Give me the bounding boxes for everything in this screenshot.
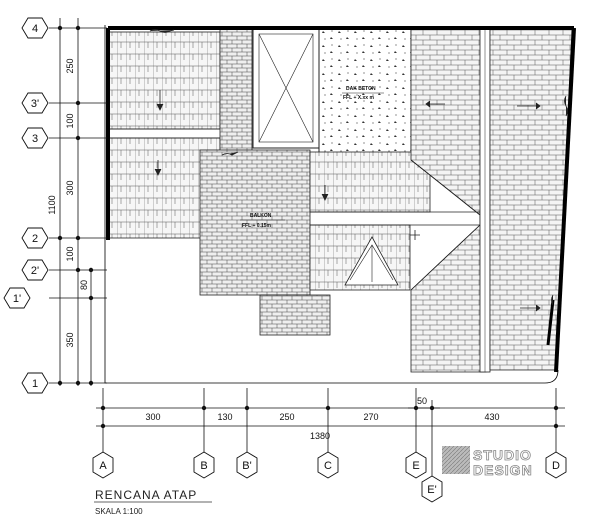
- svg-text:C: C: [324, 460, 332, 472]
- svg-text:E: E: [412, 460, 419, 472]
- svg-text:1: 1: [32, 378, 38, 390]
- svg-text:2': 2': [31, 265, 39, 277]
- col-bubble-A: A: [92, 451, 114, 479]
- dak-beton-title: DAK BETON: [346, 86, 376, 92]
- dim-left-100a: 100: [65, 113, 75, 128]
- slope-arrows: [149, 29, 568, 312]
- studio-design-logo: STUDIO DESIGN: [442, 446, 533, 478]
- row-bubble-1: 1: [21, 372, 49, 394]
- row-grid-bubbles: 4 3' 3 2 2' 1' 1: [3, 17, 49, 394]
- col-bubble-C: C: [317, 451, 339, 479]
- svg-text:1': 1': [13, 293, 21, 305]
- svg-text:B: B: [200, 460, 207, 472]
- dim-left-350: 350: [65, 332, 75, 347]
- row-bubble-3: 3: [21, 127, 49, 149]
- svg-text:2: 2: [32, 233, 38, 245]
- dim-bottom-130: 130: [217, 412, 232, 422]
- dim-bottom-270: 270: [363, 412, 378, 422]
- dim-bottom-250: 250: [279, 412, 294, 422]
- balkon-title: BALKON: [250, 213, 272, 219]
- dim-left-250: 250: [65, 58, 75, 73]
- dim-left-300: 300: [65, 180, 75, 195]
- svg-text:E': E': [427, 484, 436, 496]
- row-bubble-4: 4: [21, 17, 49, 39]
- col-bubble-D: D: [545, 451, 567, 479]
- dim-bottom-430: 430: [484, 412, 499, 422]
- dim-left-1100: 1100: [47, 195, 57, 214]
- svg-text:B': B': [242, 460, 251, 472]
- left-axis-lines: [49, 18, 107, 386]
- left-axis-ticks: [57, 25, 94, 386]
- svg-text:D: D: [552, 460, 560, 472]
- col-bubble-Bprime: B': [236, 451, 258, 479]
- dak-beton-ffl: FFL + X.xx m: [343, 95, 374, 101]
- drawing-title-block: RENCANA ATAP SKALA 1:100: [94, 488, 212, 516]
- drawing-title: RENCANA ATAP: [95, 488, 197, 502]
- col-bubble-Eprime: E': [421, 475, 443, 503]
- dim-bottom-50: 50: [417, 396, 427, 406]
- bottom-dimension-labels: 300 130 250 270 50 430 1380: [145, 396, 499, 441]
- dim-left-100b: 100: [65, 246, 75, 261]
- left-dimension-labels: 250 100 300 1100 100 80 350: [47, 58, 89, 347]
- logo-line-1: STUDIO: [473, 447, 532, 463]
- dim-bottom-300: 300: [145, 412, 160, 422]
- col-bubble-B: B: [193, 451, 215, 479]
- svg-text:A: A: [99, 460, 107, 472]
- row-bubble-1prime: 1': [3, 287, 31, 309]
- dim-left-80: 80: [79, 280, 89, 290]
- row-bubble-2prime: 2': [21, 259, 49, 281]
- logo-line-2: DESIGN: [473, 462, 533, 478]
- roof-surfaces: [107, 27, 573, 373]
- bottom-axis-lines: [96, 388, 565, 476]
- svg-text:3': 3': [31, 98, 39, 110]
- row-bubble-2: 2: [21, 227, 49, 249]
- dak-beton-label: DAK BETON FFL + X.xx m: [342, 86, 384, 101]
- balkon-label: BALKON FFL + 0.15m: [240, 213, 285, 229]
- row-bubble-3prime: 3': [21, 92, 49, 114]
- col-bubble-E: E: [405, 451, 427, 479]
- drawing-scale: SKALA 1:100: [95, 507, 143, 516]
- column-grid-bubbles: A B B' C E E' D: [92, 451, 567, 503]
- balkon-ffl: FFL + 0.15m: [242, 223, 272, 229]
- dim-bottom-1380: 1380: [310, 431, 330, 441]
- outer-walls: [104, 25, 576, 384]
- bottom-axis-ticks: [100, 405, 559, 429]
- svg-text:3: 3: [32, 133, 38, 145]
- svg-text:4: 4: [32, 23, 38, 35]
